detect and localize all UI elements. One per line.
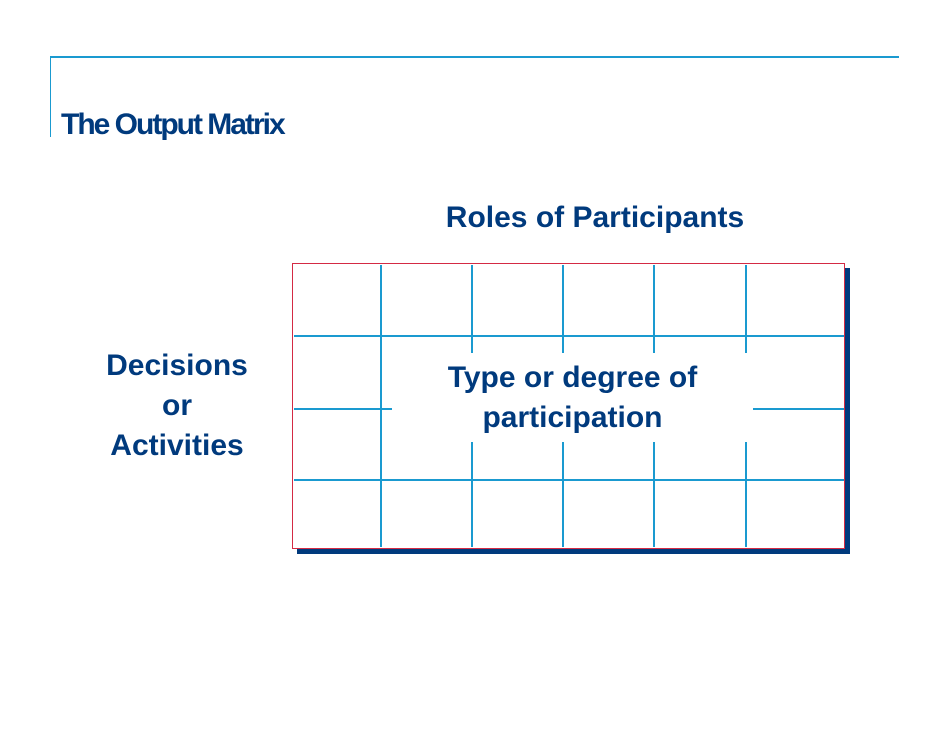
header-rule-horizontal: [50, 56, 899, 58]
row-header-line-2: or: [162, 389, 192, 422]
column-header-label: Roles of Participants: [445, 201, 745, 234]
grid-row-divider: [294, 479, 844, 481]
grid-column-divider: [380, 265, 382, 547]
participation-label: Type or degree of participation: [392, 353, 753, 442]
row-header-label: Decisions or Activities: [82, 346, 272, 466]
grid-row-divider: [294, 335, 844, 337]
row-header-line-1: Decisions: [106, 349, 248, 382]
slide-title: The Output Matrix: [61, 108, 286, 141]
header-rule-vertical: [50, 56, 51, 137]
participation-label-line-1: Type or degree of: [447, 360, 698, 394]
row-header-line-3: Activities: [110, 429, 244, 462]
participation-label-line-2: participation: [482, 400, 663, 434]
